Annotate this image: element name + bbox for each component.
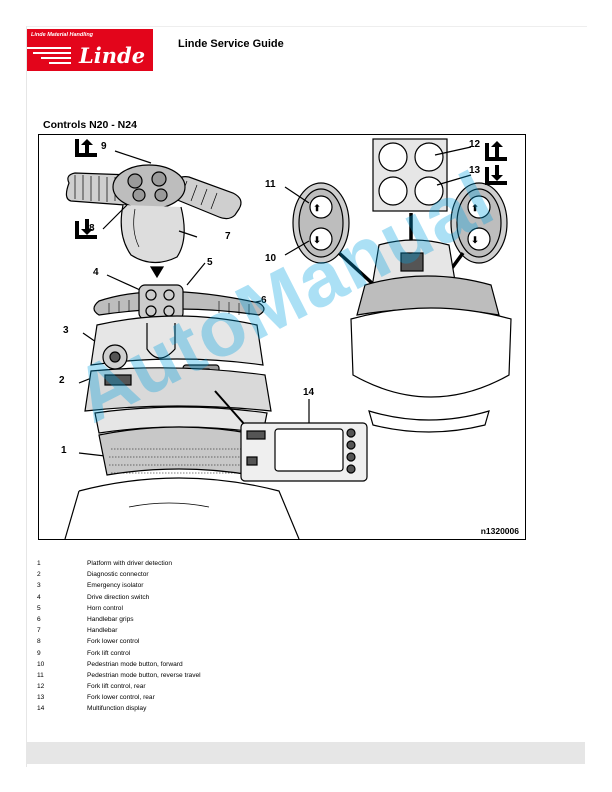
callout-12: 12 — [469, 139, 481, 150]
callout-11: 11 — [265, 179, 276, 190]
callout-14: 14 — [303, 387, 315, 398]
callout-1: 1 — [61, 445, 67, 456]
callout-2: 2 — [59, 375, 65, 386]
callout-4: 4 — [93, 267, 99, 278]
controls-drawing: ⬆ ⬇ ⬆ ⬇ — [64, 138, 512, 539]
callout-9: 9 — [101, 141, 107, 152]
callout-3: 3 — [63, 325, 69, 336]
logo-brand: Linde — [79, 43, 146, 68]
figure-id: n1320006 — [480, 526, 519, 536]
linde-logo: Linde Material Handling Linde — [27, 29, 153, 71]
callout-5: 5 — [207, 257, 213, 268]
svg-text:⬇: ⬇ — [471, 235, 479, 245]
controls-figure: ⬆ ⬇ ⬆ ⬇ 9 8 7 4 5 6 3 2 1 11 10 12 13 14… — [38, 134, 526, 540]
svg-text:⬆: ⬆ — [471, 203, 479, 213]
section-title: Controls N20 - N24 — [43, 119, 137, 131]
callout-10: 10 — [265, 253, 277, 264]
svg-text:⬆: ⬆ — [313, 203, 321, 213]
svg-text:⬇: ⬇ — [313, 235, 321, 245]
logo-tagline: Linde Material Handling — [31, 32, 94, 38]
logo-speed-lines — [27, 47, 71, 64]
page-title: Linde Service Guide — [178, 38, 284, 50]
callout-6: 6 — [261, 295, 267, 306]
footer-bar — [26, 742, 585, 764]
callout-13: 13 — [469, 165, 481, 176]
callout-7: 7 — [225, 231, 231, 242]
callout-8: 8 — [89, 223, 95, 234]
